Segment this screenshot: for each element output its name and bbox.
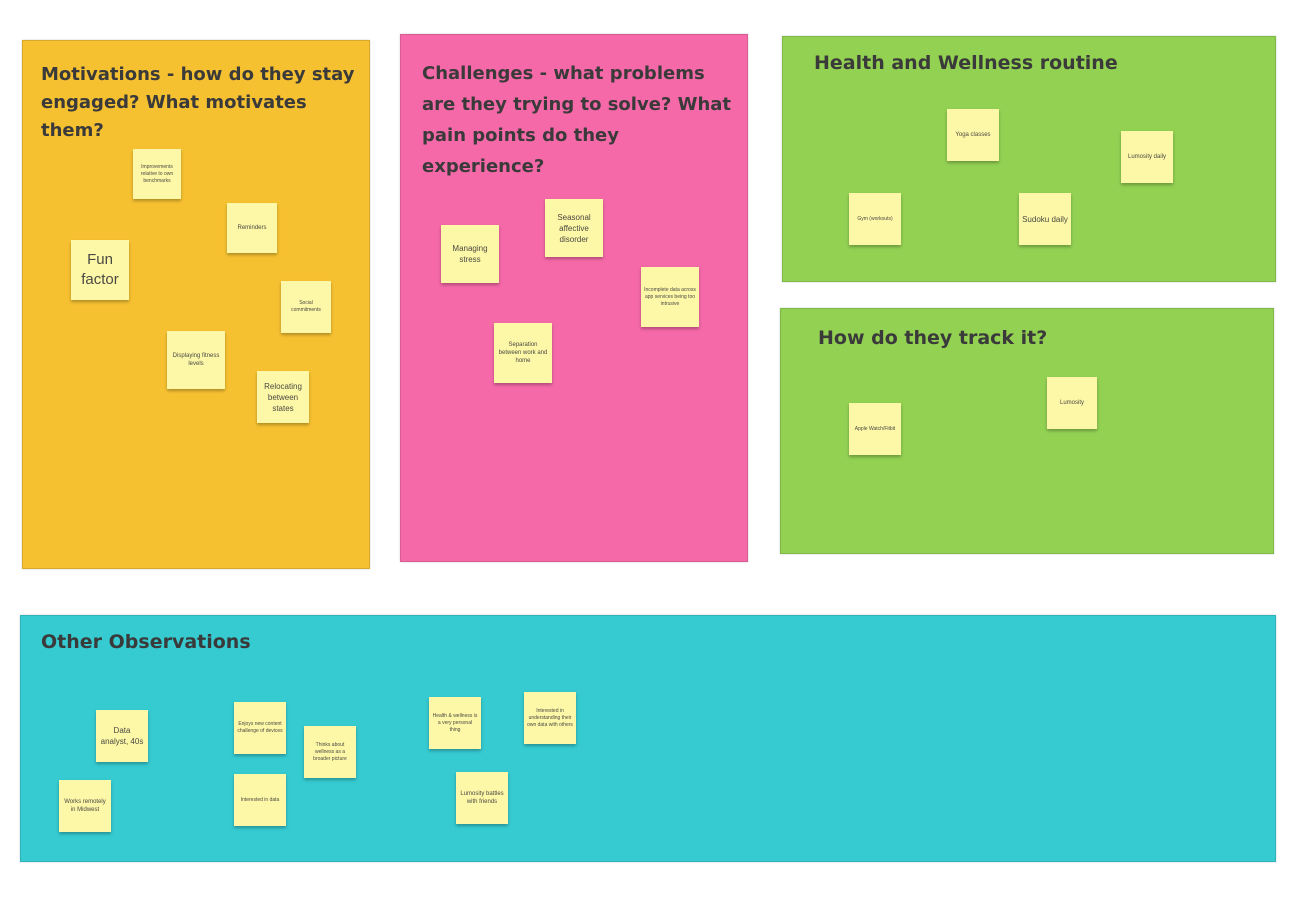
frame-health-wellness: Health and Wellness routine Yoga classes…	[782, 36, 1276, 282]
sticky-note[interactable]: Displaying fitness levels	[167, 331, 225, 389]
sticky-note[interactable]: Managing stress	[441, 225, 499, 283]
sticky-note[interactable]: Fun factor	[71, 240, 129, 300]
frame-title: Motivations - how do they stay engaged? …	[41, 64, 355, 141]
sticky-note[interactable]: Separation between work and home	[494, 323, 552, 383]
frame-title: Other Observations	[41, 631, 251, 653]
frame-title: Health and Wellness routine	[814, 52, 1118, 74]
sticky-note[interactable]: Improvements relative to own benchmarks	[133, 149, 181, 199]
sticky-note[interactable]: Lumosity battles with friends	[456, 772, 508, 824]
sticky-note[interactable]: Incomplete data across app services bein…	[641, 267, 699, 327]
sticky-note[interactable]: Gym (workouts)	[849, 193, 901, 245]
frame-motivations: Motivations - how do they stay engaged? …	[22, 40, 370, 569]
sticky-note[interactable]: Enjoys new content challenge of devices	[234, 702, 286, 754]
sticky-note[interactable]: Sudoku daily	[1019, 193, 1071, 245]
sticky-note[interactable]: Data analyst, 40s	[96, 710, 148, 762]
sticky-note[interactable]: Health & wellness is a very personal thi…	[429, 697, 481, 749]
frame-other-observations: Other Observations Data analyst, 40s Wor…	[20, 615, 1276, 862]
sticky-note[interactable]: Seasonal affective disorder	[545, 199, 603, 257]
sticky-note[interactable]: Interested in data	[234, 774, 286, 826]
sticky-note[interactable]: Yoga classes	[947, 109, 999, 161]
sticky-note[interactable]: Apple Watch/Fitbit	[849, 403, 901, 455]
sticky-note[interactable]: Works remotely in Midwest	[59, 780, 111, 832]
sticky-note[interactable]: Social commitments	[281, 281, 331, 333]
frame-challenges: Challenges - what problems are they tryi…	[400, 34, 748, 562]
sticky-note[interactable]: Reminders	[227, 203, 277, 253]
sticky-note[interactable]: Thinks about wellness as a broader pictu…	[304, 726, 356, 778]
sticky-note[interactable]: Relocating between states	[257, 371, 309, 423]
frame-title: How do they track it?	[818, 327, 1048, 349]
sticky-note[interactable]: Lumosity	[1047, 377, 1097, 429]
frame-title: Challenges - what problems are they tryi…	[422, 63, 732, 177]
frame-tracking: How do they track it? Apple Watch/Fitbit…	[780, 308, 1274, 554]
sticky-note[interactable]: Interested in understanding their own da…	[524, 692, 576, 744]
sticky-note[interactable]: Lumosity daily	[1121, 131, 1173, 183]
